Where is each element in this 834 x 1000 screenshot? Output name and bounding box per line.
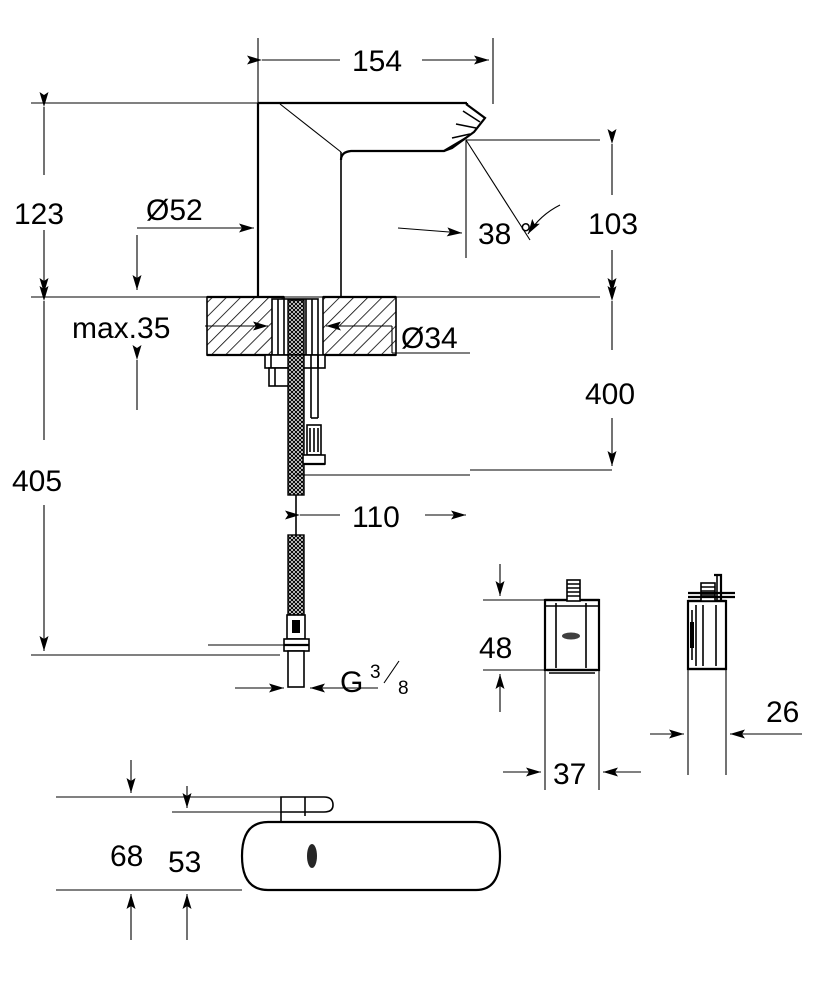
dimension-thread-g38: G 3 8: [208, 644, 409, 699]
dimension-dia-34: Ø34: [326, 321, 470, 355]
dim-label-123: 123: [14, 198, 64, 231]
supply-hose-upper: [287, 354, 326, 496]
control-box-side-view: 26: [650, 573, 802, 775]
top-plan-view: 68 53: [56, 760, 502, 940]
dimension-26: 26: [650, 669, 802, 775]
dimension-dia-52: Ø52: [132, 194, 254, 290]
dim-label-37: 37: [553, 758, 586, 791]
dimension-max-35: max.35: [72, 312, 268, 410]
dim-label-48: 48: [479, 632, 512, 665]
dim-label-110: 110: [352, 501, 400, 534]
dimension-154: 154: [247, 38, 494, 104]
faucet-body-outline: [256, 101, 487, 297]
dimension-53: 53: [168, 786, 201, 940]
dimension-110: 110: [285, 474, 470, 534]
dim-label-26: 26: [766, 696, 799, 729]
dimension-123: 123: [14, 92, 258, 293]
dimension-103: 103: [588, 129, 638, 293]
control-box-front-view: 48 37: [479, 564, 641, 791]
supply-hose-lower: [283, 495, 310, 688]
dim-label-dia-34: Ø34: [401, 322, 458, 355]
dim-label-103: 103: [588, 208, 638, 241]
dimension-405: 405: [12, 286, 280, 656]
dim-label-g-denominator: 8: [398, 678, 409, 699]
dimension-angle-38: 38 °: [397, 139, 600, 258]
dimension-37: 37: [503, 670, 641, 791]
dim-label-dia-52: Ø52: [146, 194, 203, 227]
dimension-68: 68: [56, 760, 281, 940]
dimension-48: 48: [479, 564, 545, 712]
dim-label-max-35: max.35: [72, 312, 170, 345]
dimension-400: 400: [470, 286, 635, 471]
dim-label-405: 405: [12, 465, 62, 498]
dim-label-g-letter: G: [340, 666, 363, 699]
dim-label-angle-38: 38 °: [478, 218, 532, 251]
dim-label-68: 68: [110, 840, 143, 873]
dim-label-53: 53: [168, 846, 201, 879]
mounting-shank: [264, 298, 326, 387]
dim-label-400: 400: [585, 378, 635, 411]
dim-label-154: 154: [352, 45, 402, 78]
dim-label-g-numerator: 3: [370, 662, 381, 683]
main-elevation-view: 154 123 405 Ø52 max.35: [12, 38, 638, 699]
